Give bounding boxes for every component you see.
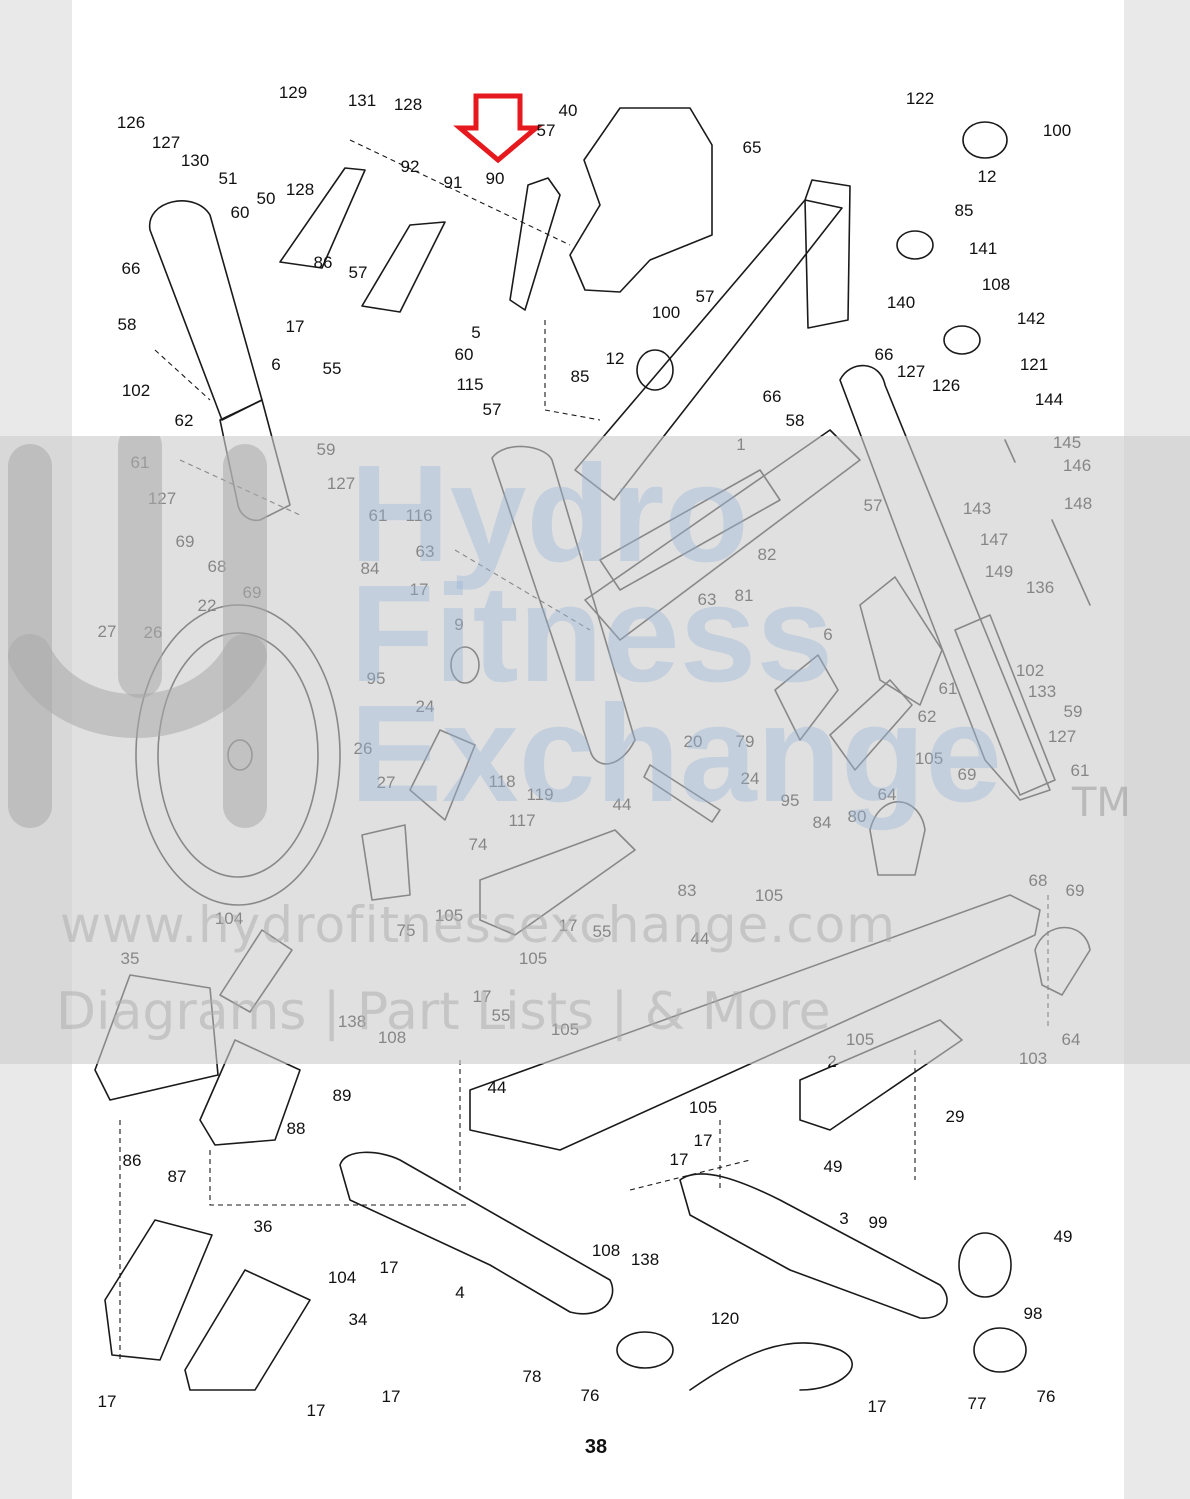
part-callout-57c: 57 bbox=[696, 287, 715, 306]
part-callout-60a: 60 bbox=[231, 203, 250, 222]
part-callout-29: 29 bbox=[946, 1107, 965, 1126]
part-callout-12b: 12 bbox=[606, 349, 625, 368]
part-callout-17i: 17 bbox=[98, 1392, 117, 1411]
part-callout-6a: 6 bbox=[271, 355, 280, 374]
part-callout-12a: 12 bbox=[978, 167, 997, 186]
part-callout-4: 4 bbox=[455, 1283, 464, 1302]
watermark-tagline: Diagrams | Part Lists | & More bbox=[56, 982, 831, 1042]
part-callout-127b: 127 bbox=[897, 362, 925, 381]
part-callout-122: 122 bbox=[906, 89, 934, 108]
part-callout-44c: 44 bbox=[488, 1078, 507, 1097]
part-callout-49b: 49 bbox=[1054, 1227, 1073, 1246]
part-callout-87: 87 bbox=[168, 1167, 187, 1186]
part-callout-102a: 102 bbox=[122, 381, 150, 400]
part-callout-131: 131 bbox=[348, 91, 376, 110]
part-callout-17e: 17 bbox=[694, 1131, 713, 1150]
part-callout-66c: 66 bbox=[763, 387, 782, 406]
part-callout-17h: 17 bbox=[382, 1387, 401, 1406]
part-callout-17a: 17 bbox=[286, 317, 305, 336]
part-callout-5: 5 bbox=[471, 323, 480, 342]
part-callout-100b: 100 bbox=[652, 303, 680, 322]
part-callout-142: 142 bbox=[1017, 309, 1045, 328]
part-callout-57d: 57 bbox=[483, 400, 502, 419]
part-callout-17k: 17 bbox=[868, 1397, 887, 1416]
part-callout-90: 90 bbox=[486, 169, 505, 188]
part-callout-34: 34 bbox=[349, 1310, 368, 1329]
watermark-word-1: Hydro bbox=[350, 437, 749, 591]
part-callout-92: 92 bbox=[401, 157, 420, 176]
part-callout-121: 121 bbox=[1020, 355, 1048, 374]
part-callout-120: 120 bbox=[711, 1309, 739, 1328]
page-number: 38 bbox=[584, 1436, 608, 1458]
part-callout-128a: 128 bbox=[394, 95, 422, 114]
part-callout-129: 129 bbox=[279, 83, 307, 102]
part-callout-51: 51 bbox=[219, 169, 238, 188]
watermark-brand-text: Hydro Fitness Exchange bbox=[350, 437, 1002, 831]
hydro-h-mark bbox=[8, 436, 267, 828]
part-callout-65: 65 bbox=[743, 138, 762, 157]
part-callout-127a: 127 bbox=[152, 133, 180, 152]
part-callout-36: 36 bbox=[254, 1217, 273, 1236]
part-callout-104b: 104 bbox=[328, 1268, 356, 1287]
part-callout-115: 115 bbox=[456, 375, 483, 394]
part-callout-62a: 62 bbox=[175, 411, 194, 430]
part-callout-89: 89 bbox=[333, 1086, 352, 1105]
watermark-url: www.hydrofitnessexchange.com bbox=[60, 896, 896, 954]
part-callout-144: 144 bbox=[1035, 390, 1063, 409]
highlight-arrow bbox=[453, 93, 543, 164]
part-callout-141: 141 bbox=[969, 239, 997, 258]
part-callout-105g: 105 bbox=[689, 1098, 717, 1117]
part-callout-40: 40 bbox=[559, 101, 578, 120]
watermark-word-2: Fitness bbox=[350, 557, 833, 711]
part-callout-66a: 66 bbox=[122, 259, 141, 278]
watermark-word-3: Exchange bbox=[350, 677, 1002, 831]
part-callout-57a: 57 bbox=[349, 263, 368, 282]
part-callout-58a: 58 bbox=[118, 315, 137, 334]
part-callout-57b: 57 bbox=[537, 121, 556, 140]
part-callout-130: 130 bbox=[181, 151, 209, 170]
watermark-band bbox=[0, 436, 1190, 1064]
part-callout-17j: 17 bbox=[307, 1401, 326, 1420]
part-callout-85b: 85 bbox=[571, 367, 590, 386]
part-callout-3: 3 bbox=[839, 1209, 848, 1228]
part-callout-99: 99 bbox=[869, 1213, 888, 1232]
part-callout-108c: 108 bbox=[592, 1241, 620, 1260]
watermark-logo: Hydro Fitness Exchange bbox=[8, 436, 1002, 831]
part-callout-88: 88 bbox=[287, 1119, 306, 1138]
part-callout-17g: 17 bbox=[380, 1258, 399, 1277]
part-callout-138b: 138 bbox=[631, 1250, 659, 1269]
part-callout-58b: 58 bbox=[786, 411, 805, 430]
part-callout-91: 91 bbox=[444, 173, 463, 192]
part-callout-60b: 60 bbox=[455, 345, 474, 364]
watermark-trademark: TM bbox=[1072, 780, 1131, 826]
part-callout-98: 98 bbox=[1024, 1304, 1043, 1323]
part-callout-55a: 55 bbox=[323, 359, 342, 378]
part-callout-140: 140 bbox=[887, 293, 915, 312]
part-callout-108a: 108 bbox=[982, 275, 1010, 294]
part-callout-49a: 49 bbox=[824, 1157, 843, 1176]
part-callout-100a: 100 bbox=[1043, 121, 1071, 140]
part-callout-126a: 126 bbox=[117, 113, 145, 132]
part-callout-85a: 85 bbox=[955, 201, 974, 220]
part-callout-17f: 17 bbox=[670, 1150, 689, 1169]
part-callout-126b: 126 bbox=[932, 376, 960, 395]
part-callout-66b: 66 bbox=[875, 345, 894, 364]
part-callout-76a: 76 bbox=[581, 1386, 600, 1405]
part-callout-78: 78 bbox=[523, 1367, 542, 1386]
part-callout-86a: 86 bbox=[314, 253, 333, 272]
part-callout-128b: 128 bbox=[286, 180, 314, 199]
part-callout-77: 77 bbox=[968, 1394, 987, 1413]
part-callout-50: 50 bbox=[257, 189, 276, 208]
part-callout-86b: 86 bbox=[123, 1151, 142, 1170]
part-callout-76b: 76 bbox=[1037, 1387, 1056, 1406]
